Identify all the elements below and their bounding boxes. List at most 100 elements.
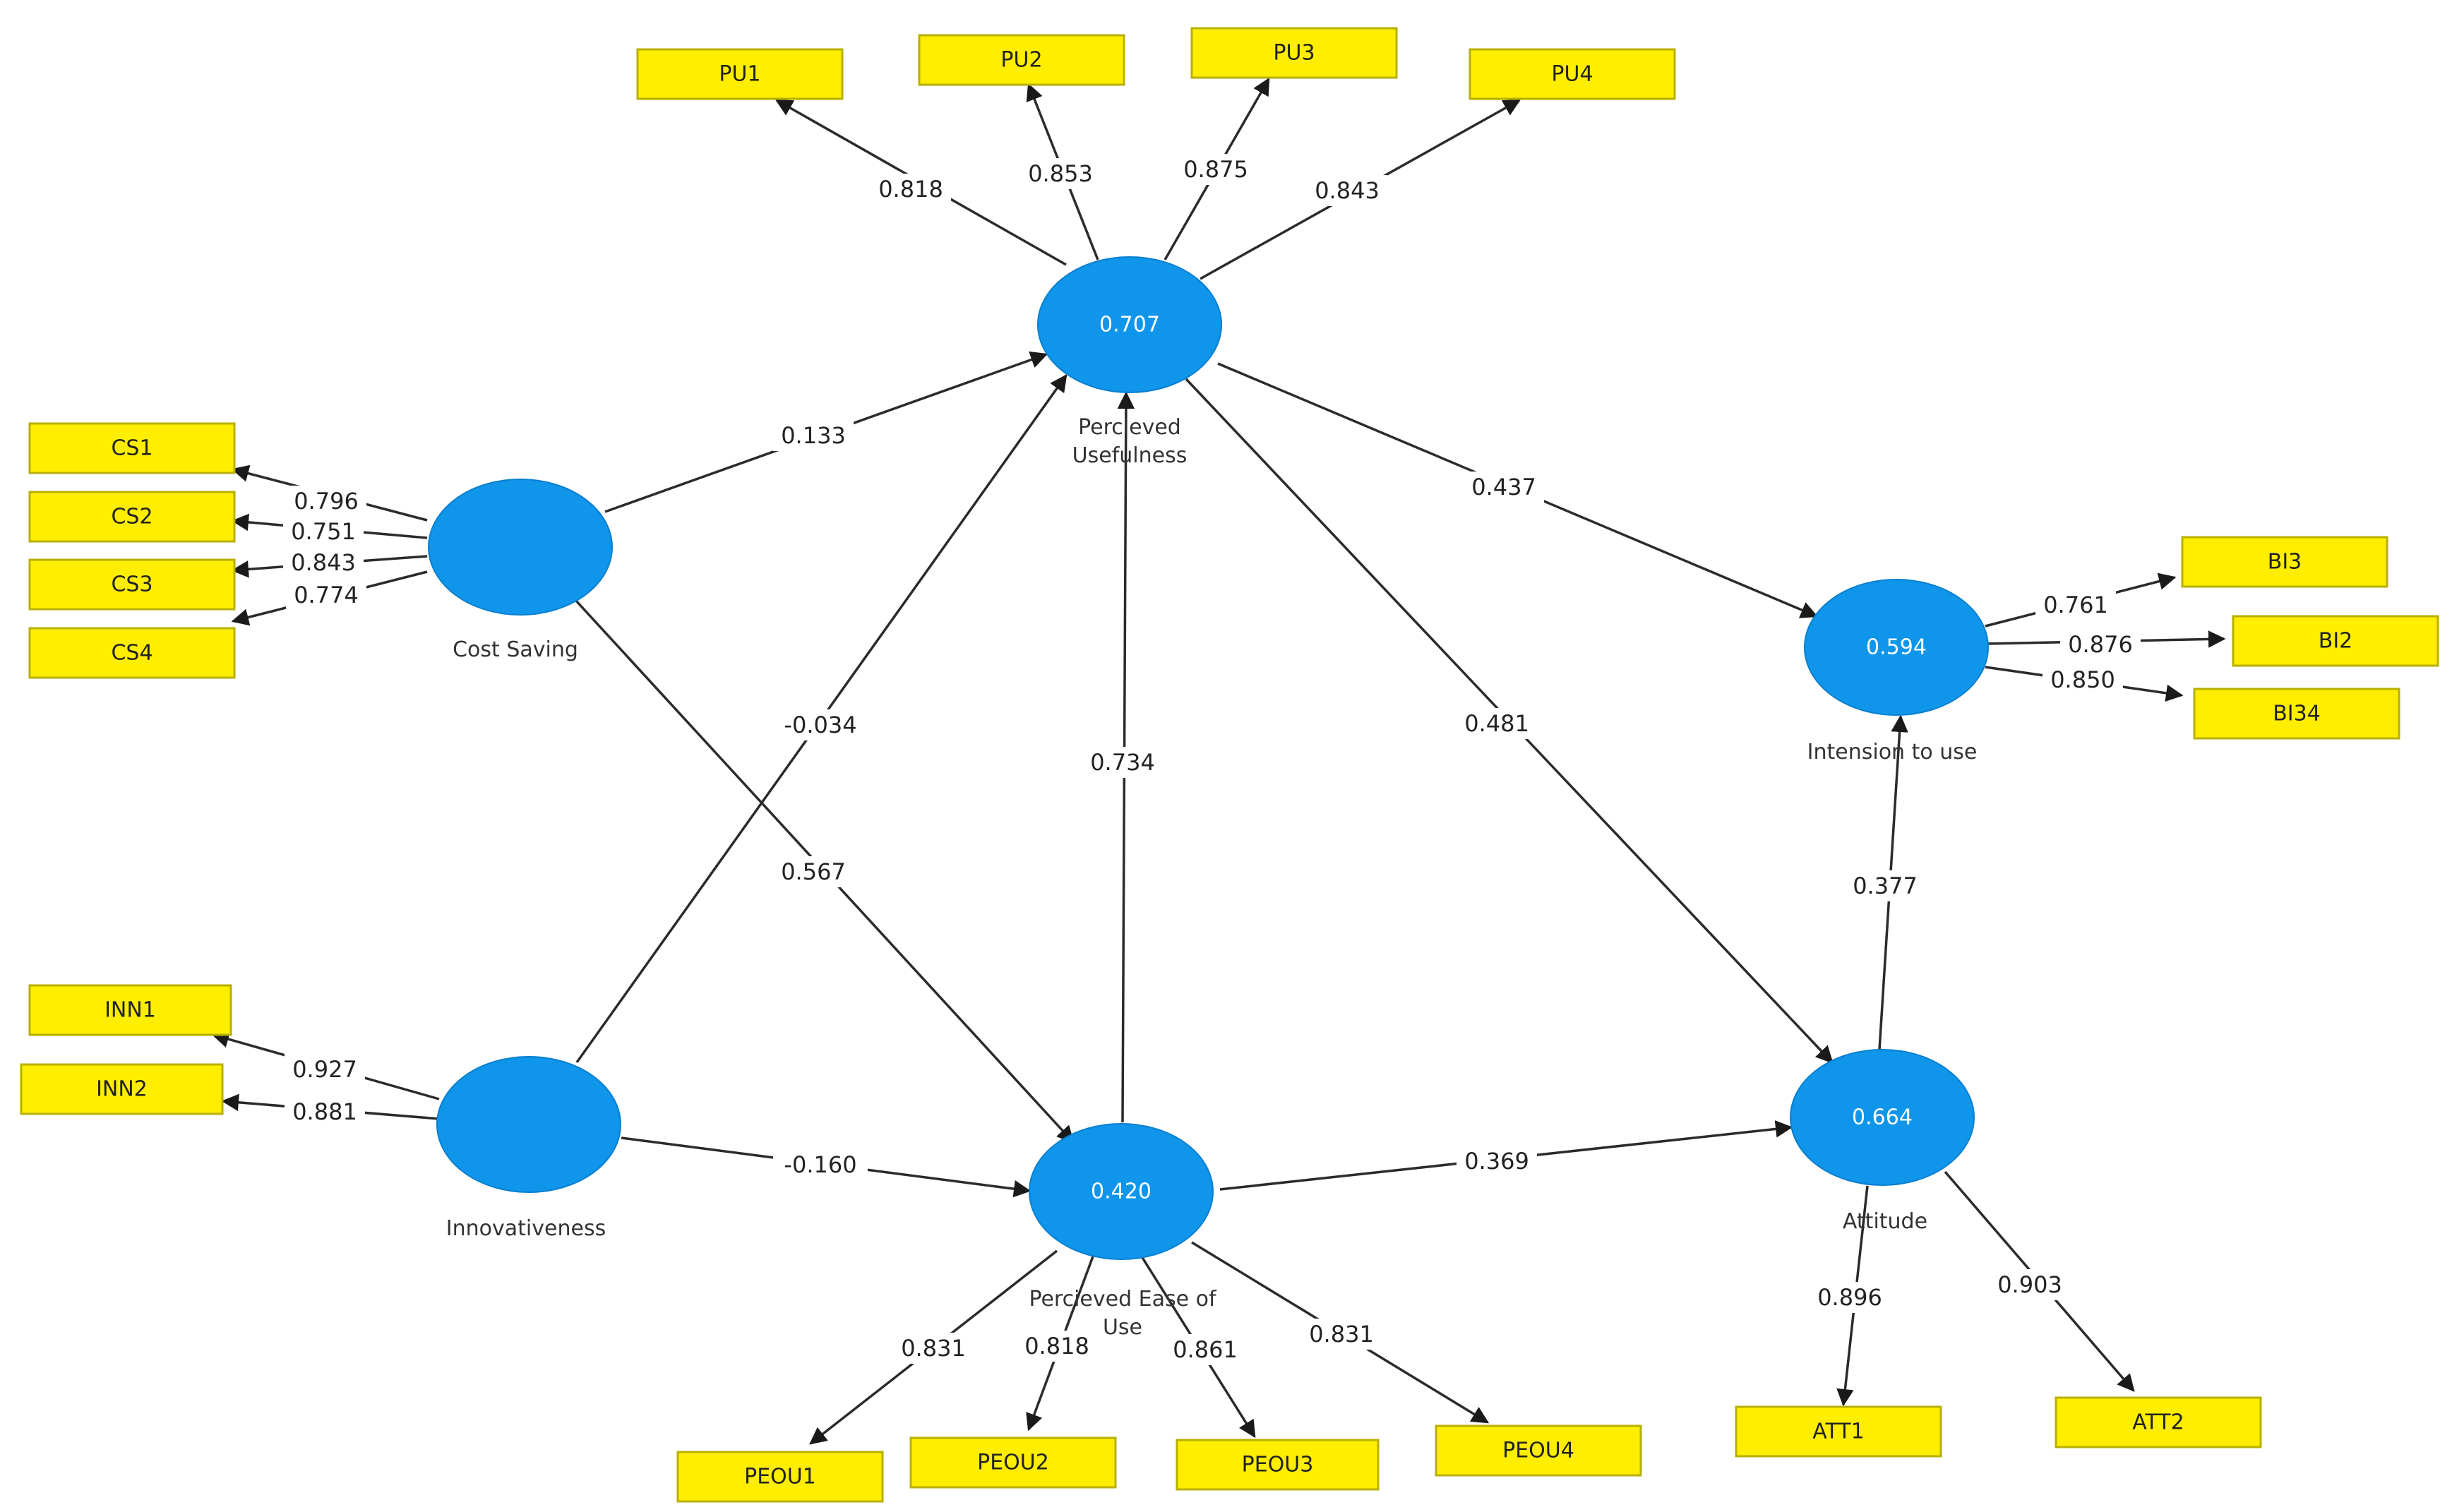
indicator-pu2[interactable]: PU2 [918, 34, 1125, 86]
loading-arrow-att-att1: 0.896 [1810, 1185, 1890, 1407]
indicator-cs4[interactable]: CS4 [28, 627, 236, 679]
construct-r-squared: 0.664 [1852, 1105, 1913, 1130]
edge-label-background [286, 580, 366, 611]
loading-arrow-itu-bi2: 0.876 [1985, 629, 2226, 660]
edge-label-background [2043, 664, 2123, 695]
loading-coefficient-label: 0.818 [878, 176, 943, 203]
loading-coefficient-label: 0.831 [1309, 1321, 1374, 1348]
indicator-att1[interactable]: ATT1 [1735, 1405, 1942, 1458]
indicator-cs1[interactable]: CS1 [28, 422, 236, 474]
construct-name: Attitude [1843, 1209, 1927, 1234]
construct-name: Innovativeness [446, 1216, 606, 1241]
path-coefficient-label: 0.481 [1464, 710, 1529, 737]
path-coefficient-label: -0.034 [784, 712, 856, 738]
indicator-label: INN1 [104, 998, 156, 1023]
loading-coefficient-label: 0.896 [1817, 1284, 1882, 1311]
loading-coefficient-label: 0.853 [1028, 160, 1093, 187]
edge-label-background [1176, 154, 1256, 185]
indicator-box [28, 558, 236, 611]
path-coefficient-label: 0.133 [781, 422, 846, 449]
loading-arrow-peou-peou2: 0.818 [1017, 1256, 1097, 1432]
indicator-pu4[interactable]: PU4 [1469, 48, 1676, 100]
indicator-bi34[interactable]: BI34 [2193, 688, 2400, 740]
indicator-peou2[interactable]: PEOU2 [909, 1436, 1117, 1489]
indicator-box [918, 34, 1125, 86]
indicator-box [20, 1063, 224, 1115]
indicator-cs2[interactable]: CS2 [28, 491, 236, 543]
loading-arrow-cs-cs3: 0.843 [231, 547, 428, 578]
edge-label-background [773, 1149, 868, 1180]
construct-circle [1790, 1049, 1975, 1186]
indicator-box [28, 491, 236, 543]
indicator-att2[interactable]: ATT2 [2055, 1396, 2262, 1448]
indicator-label: BI2 [2319, 629, 2353, 654]
edge-label-background [1017, 1331, 1097, 1362]
indicator-pu1[interactable]: PU1 [636, 48, 844, 100]
construct-cs[interactable]: Cost Saving [428, 479, 613, 662]
edge-label-background [285, 1096, 365, 1127]
indicator-inn2[interactable]: INN2 [20, 1063, 224, 1115]
edge-label-background [283, 547, 364, 578]
loading-coefficient-label: 0.843 [1315, 177, 1380, 204]
edge-label-background [1457, 1146, 1537, 1177]
indicator-peou4[interactable]: PEOU4 [1435, 1424, 1642, 1477]
indicator-box [1176, 1439, 1380, 1491]
indicator-box [28, 627, 236, 679]
indicator-label: PU4 [1551, 62, 1593, 87]
loading-arrow-inn-inn1: 0.927 [211, 1031, 440, 1100]
construct-name: Cost Saving [453, 637, 578, 662]
loading-arrow-peou-peou3: 0.861 [1140, 1256, 1256, 1439]
indicator-peou1[interactable]: PEOU1 [676, 1451, 884, 1503]
path-arrow-cs-pu: 0.133 [604, 351, 1048, 513]
path-arrow-peou-pu: 0.734 [1082, 391, 1163, 1123]
loading-arrow-pu-pu2: 0.853 [1020, 83, 1101, 260]
loading-coefficient-label: 0.831 [901, 1335, 966, 1362]
loading-arrow-cs-cs2: 0.751 [231, 513, 428, 547]
loading-coefficient-label: 0.861 [1173, 1336, 1238, 1363]
indicator-inn1[interactable]: INN1 [28, 984, 232, 1036]
loading-arrow-cs-cs1: 0.796 [231, 464, 428, 522]
indicator-bi2[interactable]: BI2 [2232, 615, 2439, 667]
loading-coefficient-label: 0.751 [291, 518, 356, 545]
construct-circle [1037, 256, 1222, 393]
indicator-box [28, 422, 236, 474]
construct-name: Percieved [1078, 415, 1181, 440]
construct-inn[interactable]: Innovativeness [436, 1056, 621, 1241]
loading-arrow-peou-peou4: 0.831 [1191, 1241, 1490, 1424]
loading-arrow-inn-inn2: 0.881 [221, 1093, 440, 1127]
indicator-box [28, 984, 232, 1036]
indicator-label: CS3 [111, 572, 152, 597]
indicator-label: PEOU3 [1242, 1453, 1314, 1477]
loading-coefficient-label: 0.843 [291, 549, 356, 576]
indicator-pu3[interactable]: PU3 [1190, 27, 1398, 79]
indicator-label: BI34 [2273, 702, 2321, 726]
indicator-label: CS1 [111, 436, 152, 461]
path-coefficient-label: 0.369 [1464, 1148, 1529, 1175]
indicator-box [636, 48, 844, 100]
loading-coefficient-label: 0.903 [1997, 1271, 2062, 1298]
loading-coefficient-label: 0.881 [292, 1098, 357, 1125]
indicator-box [2193, 688, 2400, 740]
path-coefficient-label: 0.437 [1471, 474, 1536, 500]
edge-label-background [2035, 589, 2116, 620]
indicator-label: CS2 [111, 505, 152, 529]
path-coefficient-label: 0.567 [781, 858, 846, 885]
indicator-bi3[interactable]: BI3 [2181, 536, 2388, 588]
indicator-label: CS4 [111, 641, 152, 666]
indicator-label: ATT1 [1812, 1420, 1864, 1444]
edge-label-background [1082, 747, 1163, 778]
path-arrow-inn-peou: -0.160 [621, 1136, 1031, 1198]
indicator-label: PU2 [1000, 48, 1042, 73]
edge-label-background [2060, 629, 2141, 660]
indicator-cs3[interactable]: CS3 [28, 558, 236, 611]
indicator-label: PU1 [719, 62, 760, 87]
edge-label-background [1165, 1334, 1245, 1365]
path-arrow-inn-pu: -0.034 [575, 374, 1067, 1064]
indicator-peou3[interactable]: PEOU3 [1176, 1439, 1380, 1491]
construct-name: Percieved Ease of [1029, 1287, 1217, 1312]
